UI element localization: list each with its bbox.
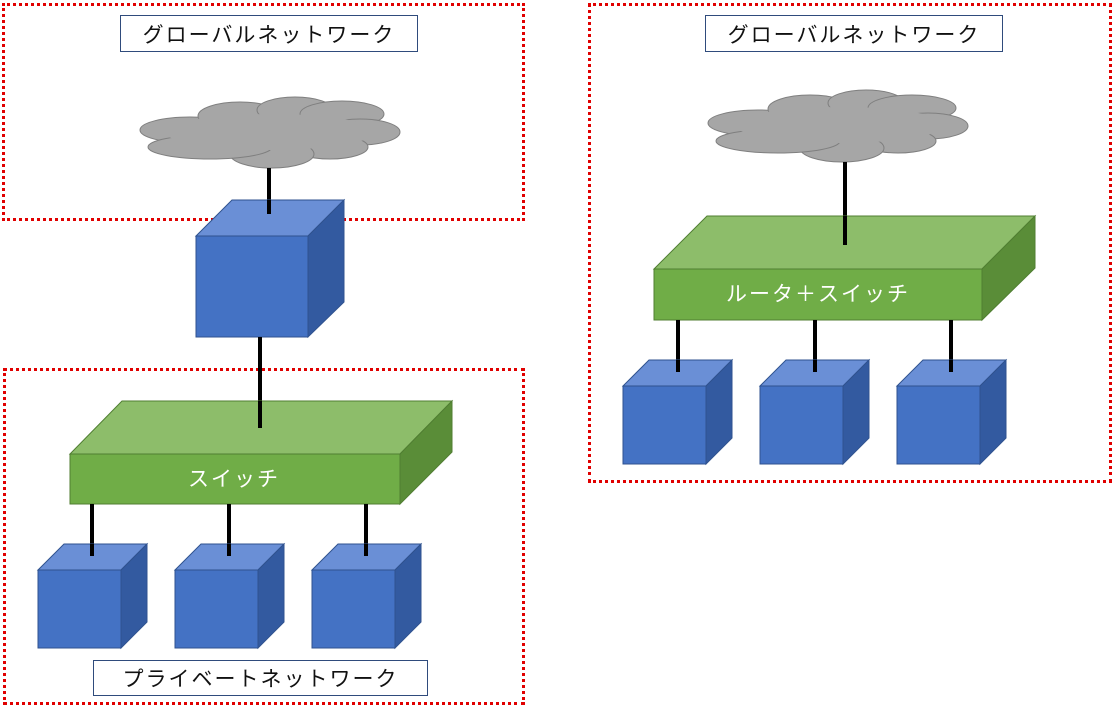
right-global-network-label: グローバルネットワーク [705,15,1003,52]
left-cloud [139,96,401,169]
right-global-network-zone [588,3,1112,483]
right-cloud [707,89,969,163]
right-host-cube-1 [621,358,734,466]
left-router-cube [194,198,346,339]
left-private-network-zone [3,368,525,705]
left-global-network-label: グローバルネットワーク [120,15,418,52]
left-private-network-label: プライベートネットワーク [93,660,428,696]
left-host-cube-3 [310,542,423,650]
left-host-cube-1 [36,542,149,650]
left-host-cube-2 [173,542,286,650]
right-router-switch-label: ルータ＋スイッチ [726,282,910,306]
right-host-cube-3 [895,358,1008,466]
right-host-cube-2 [758,358,871,466]
left-switch-label: スイッチ [188,467,280,491]
